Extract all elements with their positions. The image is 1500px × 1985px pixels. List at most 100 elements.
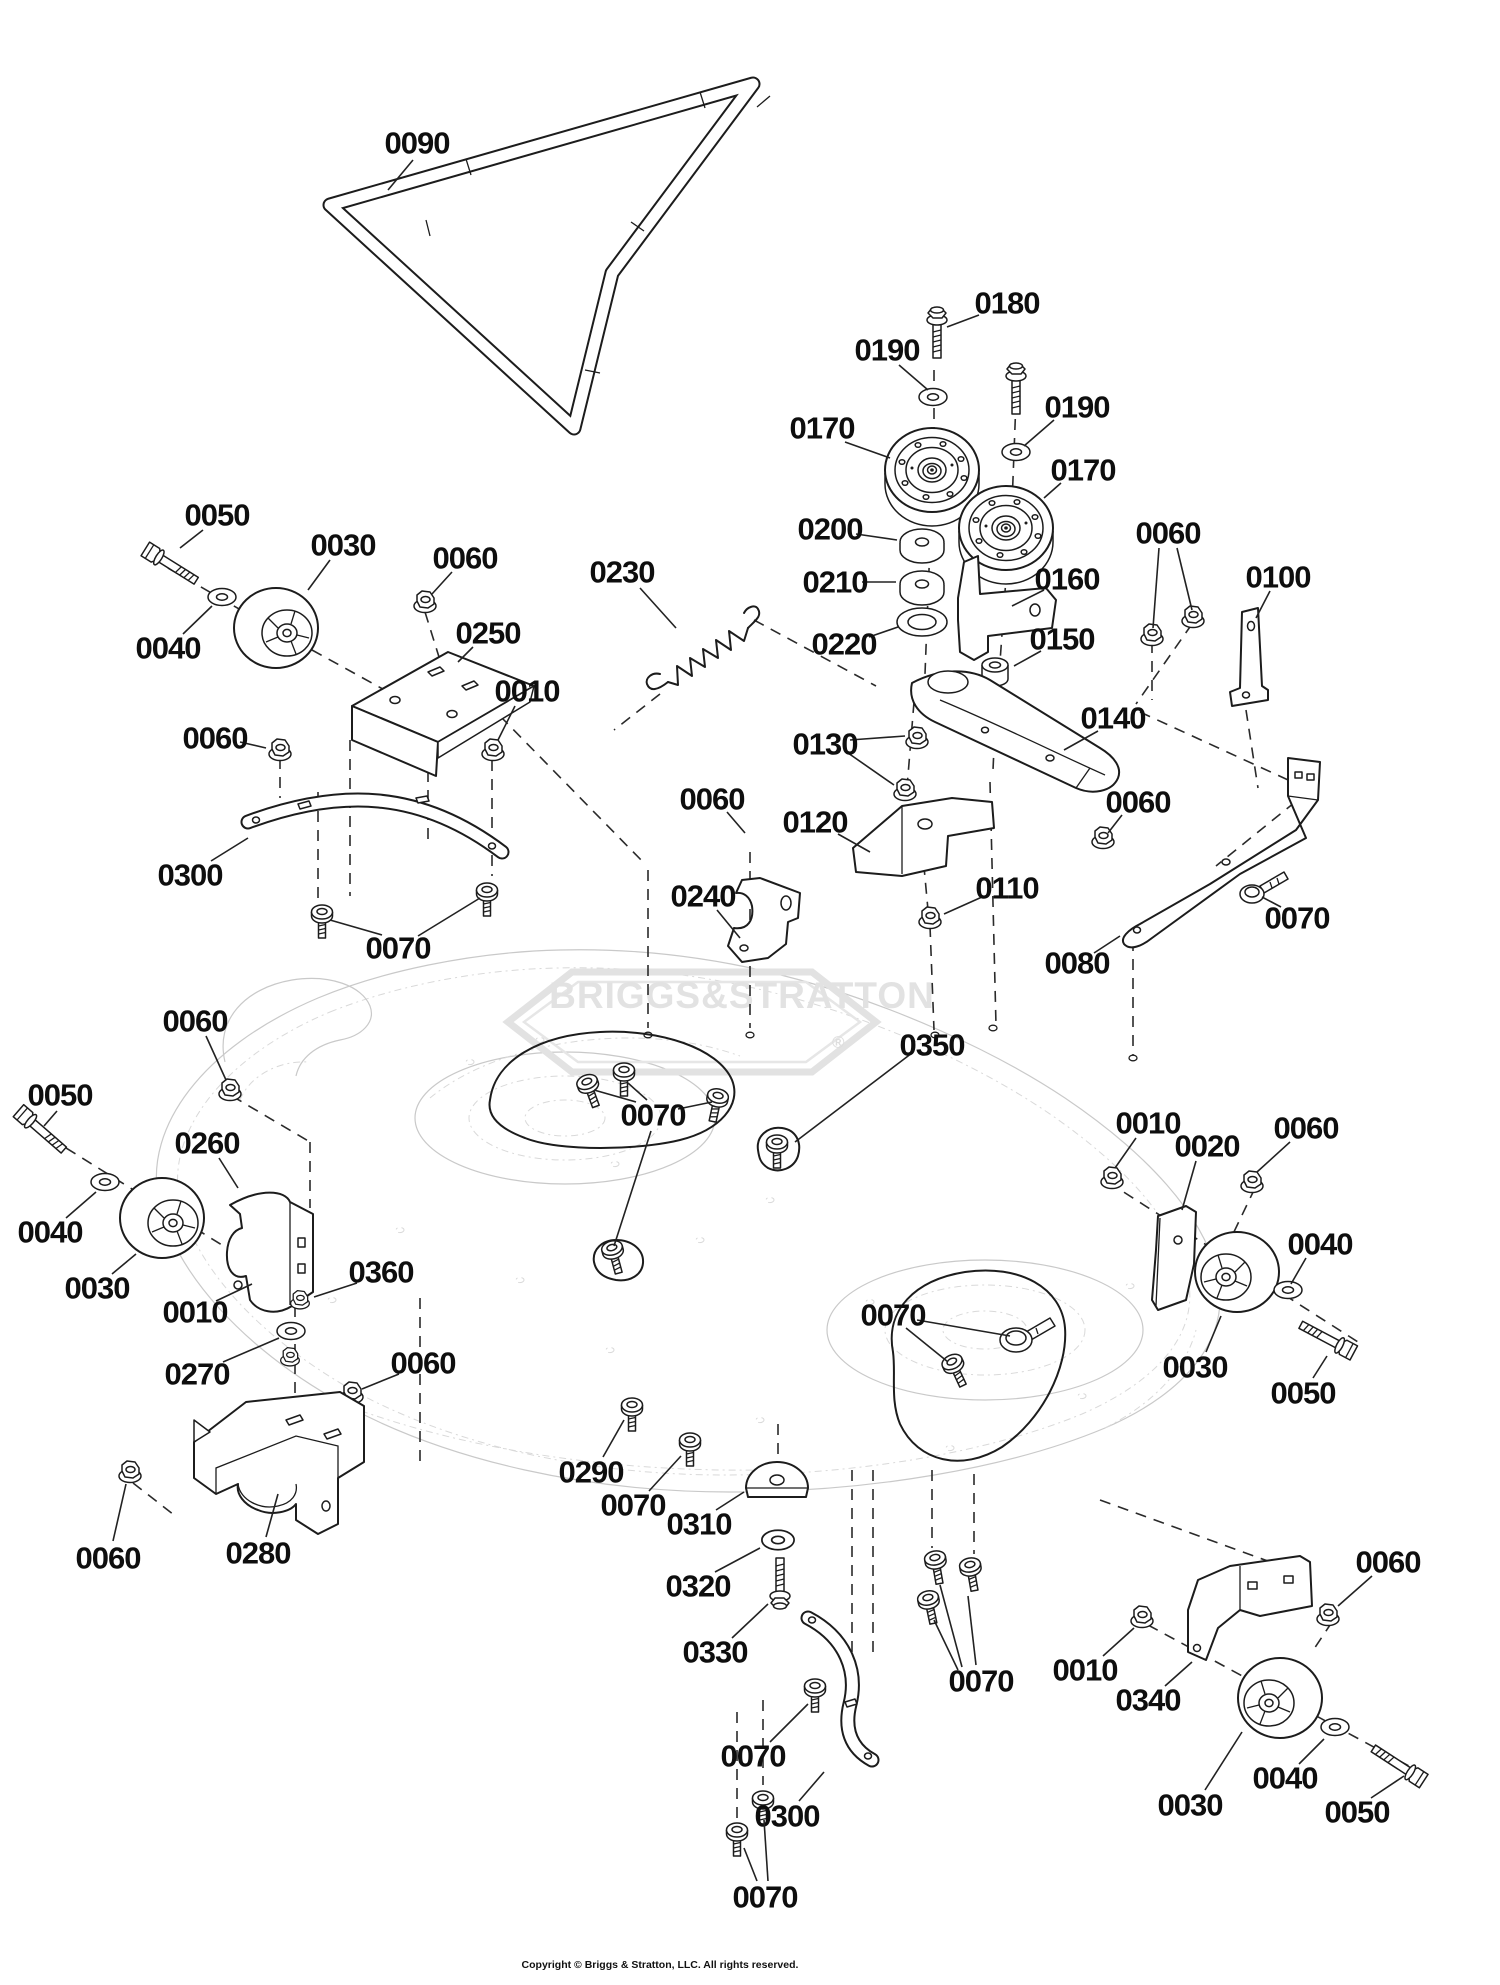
wear-strip-0300-bottom xyxy=(800,1610,880,1768)
leader-line xyxy=(457,646,474,663)
part-label-0190: 0190 xyxy=(1045,390,1110,425)
part-label-0060: 0060 xyxy=(1356,1545,1421,1580)
part-label-0260: 0260 xyxy=(175,1126,240,1161)
screw-icon xyxy=(803,1678,827,1713)
leader-line xyxy=(265,1493,279,1538)
screw-icon xyxy=(922,1548,951,1587)
leader-line xyxy=(313,1282,358,1298)
part-label-0040: 0040 xyxy=(1253,1761,1318,1796)
leader-line xyxy=(210,837,249,862)
leader-line xyxy=(967,1595,977,1666)
watermark-registered-mark: ® xyxy=(832,1033,845,1052)
flange-nut-icon xyxy=(918,906,942,930)
part-label-0140: 0140 xyxy=(1081,701,1146,736)
part-label-0040: 0040 xyxy=(136,631,201,666)
leader-line xyxy=(794,1052,913,1143)
part-label-0050: 0050 xyxy=(185,498,250,533)
leader-line xyxy=(593,1089,637,1103)
flange-nut-icon xyxy=(1100,1166,1124,1190)
leader-line xyxy=(112,1483,127,1542)
bolt-0330-icon xyxy=(769,1557,791,1610)
part-label-0060: 0060 xyxy=(433,541,498,576)
leader-line xyxy=(431,571,453,595)
part-label-0220: 0220 xyxy=(812,627,877,662)
part-label-0010: 0010 xyxy=(1053,1653,1118,1688)
drive-belt xyxy=(322,76,771,436)
flange-nut-icon xyxy=(1240,1170,1264,1194)
part-label-0130: 0130 xyxy=(793,727,858,762)
part-label-0060: 0060 xyxy=(1136,516,1201,551)
leader-line xyxy=(1290,1257,1307,1285)
flat-ring-icon xyxy=(896,607,948,637)
extension-spring xyxy=(645,605,761,690)
leader-line xyxy=(1063,730,1099,751)
deck-bosses xyxy=(643,1024,1138,1062)
part-label-0070: 0070 xyxy=(1265,901,1330,936)
leader-line xyxy=(1261,896,1282,908)
part-label-0210: 0210 xyxy=(803,565,868,600)
leader-line xyxy=(1181,1160,1197,1211)
flange-nut-icon xyxy=(905,726,929,750)
bracket-0120 xyxy=(852,797,995,877)
deck-wheel-icon xyxy=(233,587,319,669)
part-label-0330: 0330 xyxy=(683,1635,748,1670)
screw-icon xyxy=(612,1062,636,1097)
leader-line xyxy=(1256,1141,1291,1173)
leader-line xyxy=(1164,1661,1193,1687)
part-label-0150: 0150 xyxy=(1030,622,1095,657)
leader-line xyxy=(1093,935,1121,954)
shoulder-bolt-icon xyxy=(1367,1740,1430,1789)
flange-nut-icon xyxy=(280,1347,300,1367)
leader-line xyxy=(769,1703,809,1743)
washer-icon xyxy=(207,587,237,607)
bolt-0180-icon xyxy=(926,306,948,359)
screw-icon xyxy=(475,882,499,917)
part-label-0170: 0170 xyxy=(1051,453,1116,488)
part-label-0070: 0070 xyxy=(861,1298,926,1333)
part-label-0100: 0100 xyxy=(1246,560,1311,595)
callouts-layer: 0090018001900190017001700200021002200230… xyxy=(18,126,1422,1915)
wheel-bracket-0260 xyxy=(225,1191,314,1313)
bracket-hole xyxy=(1029,603,1041,617)
deck-wheel-cluster-topleft xyxy=(140,540,535,939)
part-label-0060: 0060 xyxy=(1106,785,1171,820)
leader-line xyxy=(497,705,516,741)
wheel-bracket-0250 xyxy=(351,651,535,777)
brand-hexagon-icon xyxy=(502,968,882,1076)
leader-line xyxy=(602,1419,625,1458)
leader-line xyxy=(1043,482,1062,499)
leader-line xyxy=(677,1101,713,1110)
leader-line xyxy=(763,1819,769,1882)
leader-line xyxy=(1114,1137,1137,1169)
leader-line xyxy=(1205,1315,1222,1353)
brand-watermark: BRIGGS&STRATTON ® xyxy=(502,968,934,1076)
leader-line xyxy=(939,1584,963,1668)
wheel-bracket-0020 xyxy=(1151,1205,1197,1311)
anti-scalp-stack xyxy=(620,1397,986,1857)
part-label-0120: 0120 xyxy=(783,805,848,840)
leader-line xyxy=(837,833,871,853)
wheel-bracket-0340 xyxy=(1187,1555,1313,1661)
part-label-0320: 0320 xyxy=(666,1569,731,1604)
leader-line xyxy=(1011,589,1045,607)
deck-wheel-icon xyxy=(1237,1657,1323,1739)
part-label-0110: 0110 xyxy=(975,871,1038,906)
flange-nut-icon xyxy=(893,778,917,802)
leader-line xyxy=(1176,547,1193,611)
part-label-0240: 0240 xyxy=(671,879,736,914)
d-plate-0310 xyxy=(745,1461,809,1498)
spacer-washer-icon xyxy=(899,528,945,564)
part-label-0310: 0310 xyxy=(667,1507,732,1542)
shoulder-bolt-icon xyxy=(1296,1316,1359,1362)
leader-line xyxy=(1102,1627,1135,1657)
screw-icon xyxy=(765,1134,789,1169)
washer-icon xyxy=(1320,1717,1350,1737)
part-label-0070: 0070 xyxy=(949,1664,1014,1699)
screw-icon xyxy=(573,1071,607,1111)
left-spindle-plate xyxy=(488,1030,736,1149)
part-label-0040: 0040 xyxy=(18,1215,83,1250)
keeper-cluster-bottomleft xyxy=(118,1290,365,1535)
leader-line xyxy=(1298,1738,1325,1765)
screw-icon xyxy=(915,1588,945,1627)
